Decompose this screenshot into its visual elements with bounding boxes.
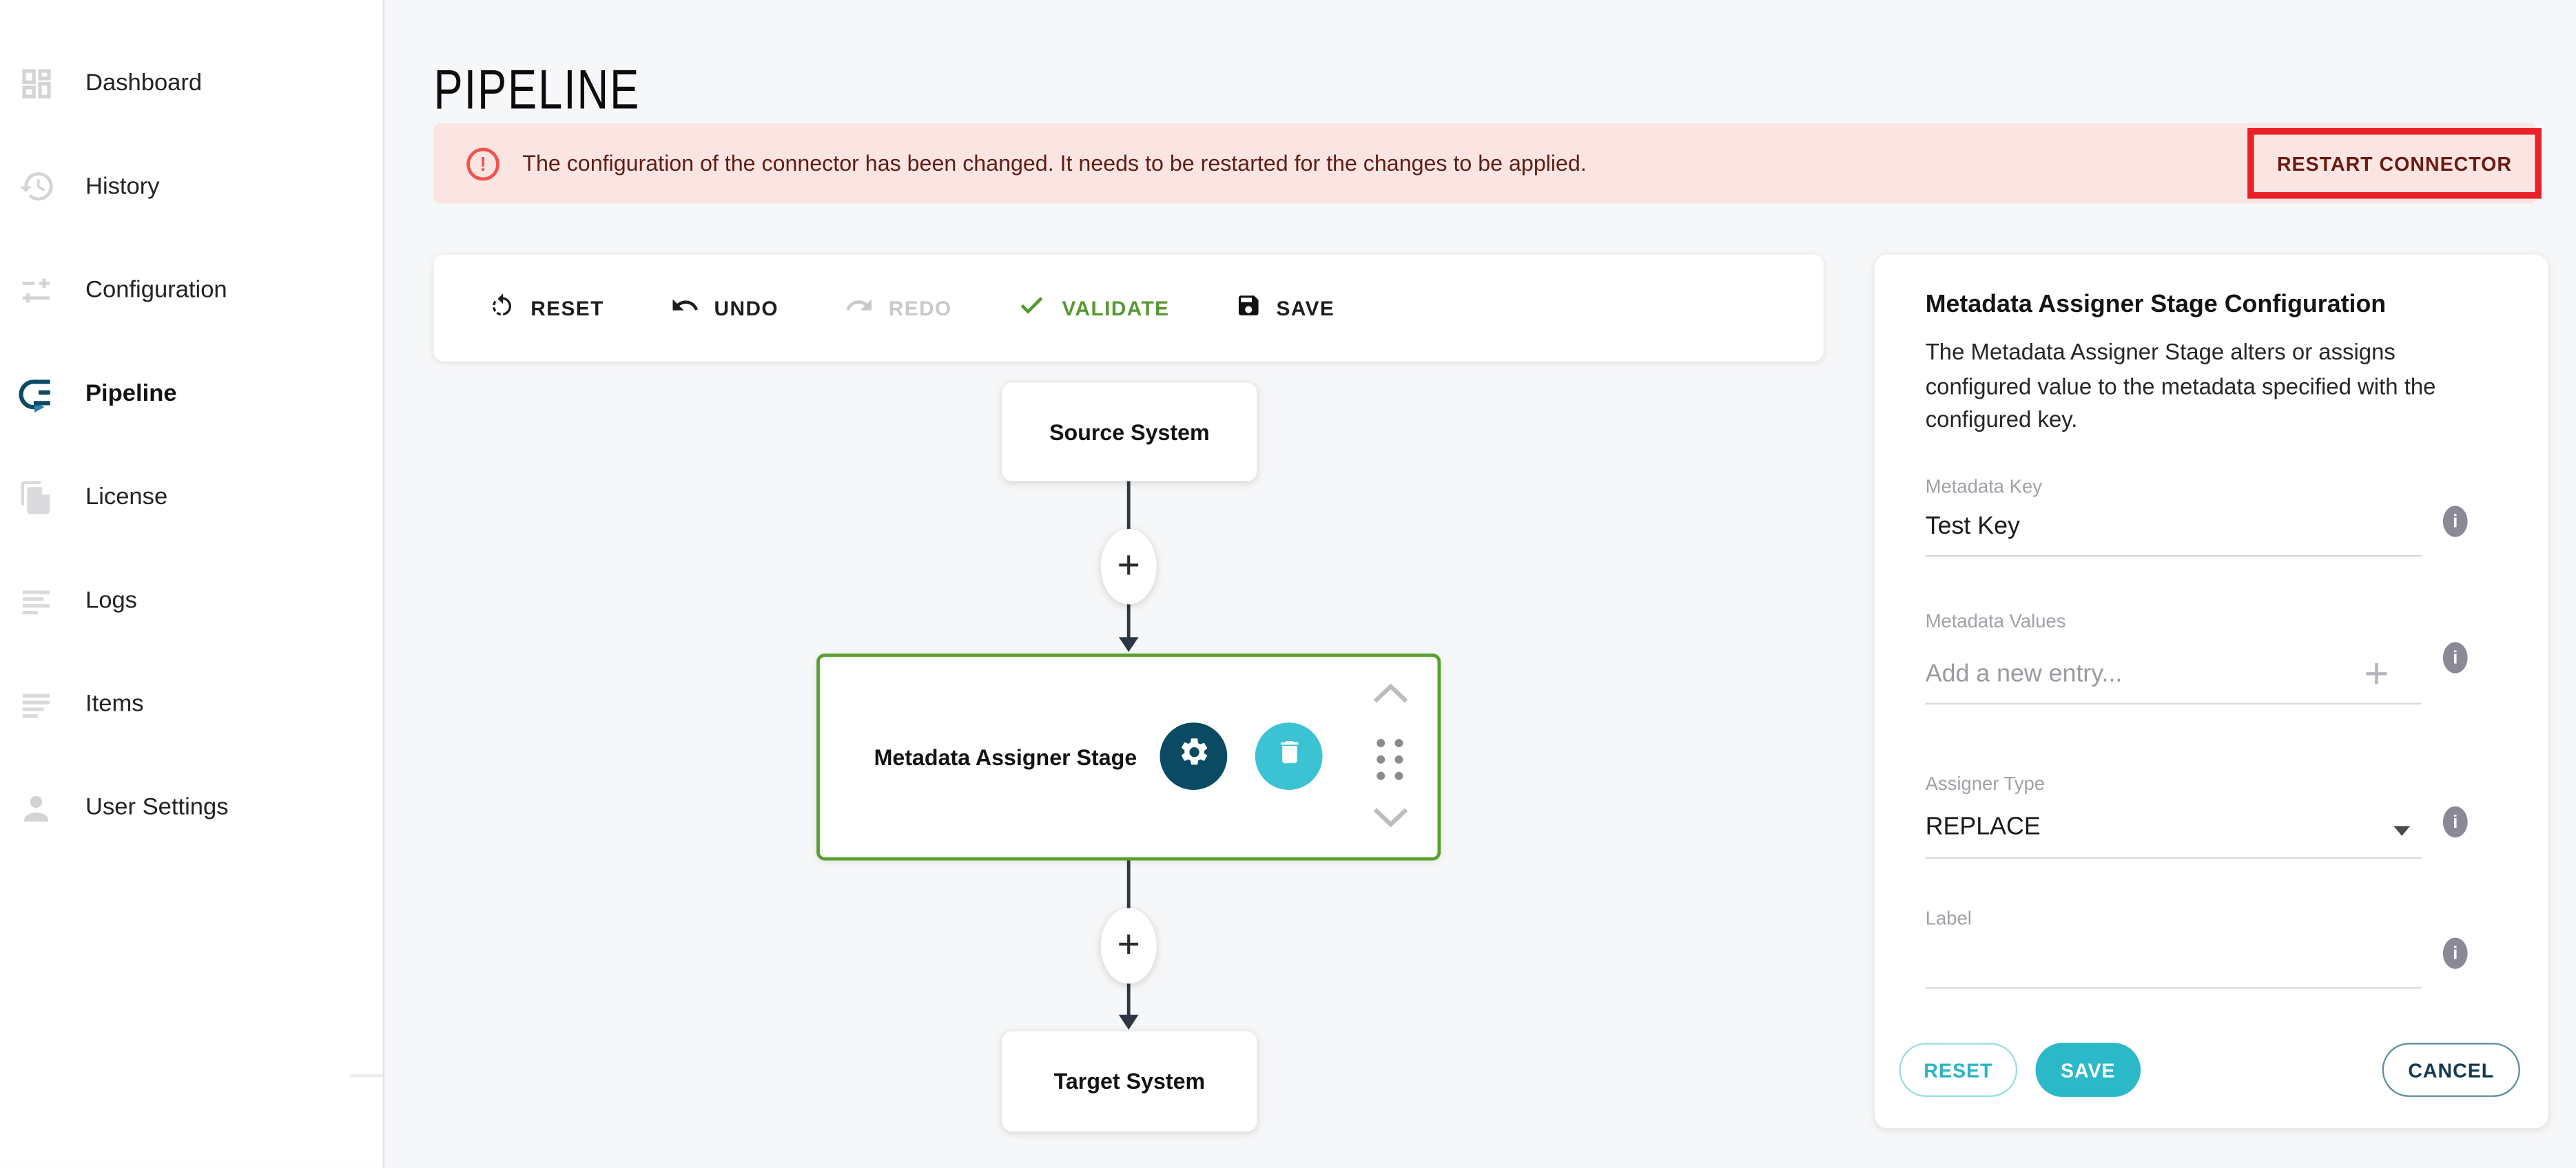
save-icon <box>1235 292 1261 323</box>
label-field-label: Label <box>1925 910 1972 930</box>
label-input[interactable] <box>1925 944 2422 989</box>
metadata-key-label: Metadata Key <box>1925 477 2042 498</box>
sidebar-bottom-divider <box>349 1074 383 1078</box>
items-icon <box>17 684 56 723</box>
stage-delete-button[interactable] <box>1255 722 1323 790</box>
pipeline-icon <box>17 373 56 413</box>
panel-save-button[interactable]: SAVE <box>2035 1043 2141 1097</box>
dashboard-icon <box>17 63 56 103</box>
save-button[interactable]: SAVE <box>1235 292 1335 323</box>
sidebar-item-configuration[interactable]: Configuration <box>0 238 383 342</box>
redo-icon <box>844 291 874 325</box>
assigner-type-value: REPLACE <box>1925 813 2041 841</box>
logs-icon <box>17 581 56 620</box>
stage-configuration-panel: Metadata Assigner Stage Configuration Th… <box>1874 254 2548 1129</box>
move-stage-down-button[interactable] <box>1372 806 1410 828</box>
sidebar-item-label: History <box>85 173 160 200</box>
arrowhead-bottom <box>1118 1014 1139 1030</box>
reset-label: RESET <box>530 296 604 320</box>
sidebar-item-dashboard[interactable]: Dashboard <box>0 31 383 134</box>
sidebar-item-logs[interactable]: Logs <box>0 548 383 651</box>
pipeline-toolbar: RESET UNDO REDO VALIDATE <box>433 254 1824 362</box>
warning-banner: ! The configuration of the connector has… <box>433 123 2542 204</box>
sidebar: Dashboard History Configuration <box>0 0 384 1168</box>
redo-label: REDO <box>888 296 952 320</box>
restart-connector-button[interactable]: RESTART CONNECTOR <box>2247 127 2542 199</box>
check-icon <box>1018 291 1047 325</box>
target-system-node[interactable]: Target System <box>1002 1031 1257 1132</box>
sidebar-item-label: Configuration <box>85 276 227 303</box>
add-stage-button-top[interactable]: + <box>1100 528 1157 605</box>
user-icon <box>17 787 56 826</box>
stage-label: Metadata Assigner Stage <box>874 744 1137 770</box>
history-icon <box>17 167 56 206</box>
configuration-icon <box>17 270 56 309</box>
sidebar-item-items[interactable]: Items <box>0 652 383 755</box>
chevron-down-icon[interactable] <box>2393 826 2411 836</box>
target-system-label: Target System <box>1053 1069 1206 1094</box>
info-icon[interactable]: i <box>2442 505 2468 537</box>
add-entry-button[interactable]: + <box>2364 648 2389 698</box>
stage-configure-button[interactable] <box>1160 722 1228 790</box>
validate-button[interactable]: VALIDATE <box>1018 291 1169 325</box>
sidebar-item-label: License <box>85 483 168 510</box>
sidebar-item-license[interactable]: License <box>0 445 383 548</box>
info-icon[interactable]: i <box>2442 642 2468 674</box>
assigner-type-label: Assigner Type <box>1925 775 2046 795</box>
gear-icon <box>1177 736 1210 777</box>
sidebar-item-pipeline[interactable]: Pipeline <box>0 342 383 445</box>
sidebar-list: Dashboard History Configuration <box>0 0 383 859</box>
plus-icon: + <box>1117 543 1140 588</box>
move-stage-up-button[interactable] <box>1372 683 1410 705</box>
metadata-values-input[interactable] <box>1925 660 2422 705</box>
error-icon: ! <box>466 147 499 180</box>
warning-message: The configuration of the connector has b… <box>522 151 1587 176</box>
sidebar-item-user-settings[interactable]: User Settings <box>0 755 383 859</box>
panel-cancel-button[interactable]: CANCEL <box>2382 1043 2520 1097</box>
restart-connector-label: RESTART CONNECTOR <box>2276 152 2513 175</box>
undo-button[interactable]: UNDO <box>670 291 779 325</box>
redo-button[interactable]: REDO <box>844 291 951 325</box>
page-title: PIPELINE <box>433 59 641 121</box>
info-icon[interactable]: i <box>2442 806 2468 838</box>
plus-icon: + <box>1117 923 1140 968</box>
undo-icon <box>670 291 699 325</box>
trash-icon <box>1274 738 1304 775</box>
panel-description: The Metadata Assigner Stage alters or as… <box>1925 340 2436 432</box>
add-stage-button-bottom[interactable]: + <box>1100 908 1157 984</box>
panel-title: Metadata Assigner Stage Configuration <box>1925 291 2387 319</box>
reset-button[interactable]: RESET <box>488 291 604 324</box>
validate-label: VALIDATE <box>1062 296 1170 320</box>
metadata-key-input[interactable] <box>1925 512 2422 557</box>
undo-label: UNDO <box>714 296 779 320</box>
source-system-node[interactable]: Source System <box>1002 382 1257 481</box>
info-icon[interactable]: i <box>2442 937 2468 969</box>
arrowhead-top <box>1118 637 1139 652</box>
panel-reset-button[interactable]: RESET <box>1899 1043 2018 1097</box>
sidebar-item-label: Items <box>85 690 144 717</box>
metadata-values-label: Metadata Values <box>1925 612 2066 633</box>
source-system-label: Source System <box>1049 419 1210 445</box>
sidebar-item-label: Logs <box>85 587 137 614</box>
sidebar-item-label: Dashboard <box>85 70 203 96</box>
metadata-assigner-stage-node[interactable]: Metadata Assigner Stage <box>816 654 1441 861</box>
save-label: SAVE <box>1276 296 1335 320</box>
license-icon <box>17 477 56 517</box>
drag-handle[interactable] <box>1377 739 1403 780</box>
reset-icon <box>488 291 516 324</box>
sidebar-item-history[interactable]: History <box>0 135 383 238</box>
assigner-type-select[interactable]: REPLACE <box>1925 813 2422 859</box>
sidebar-item-label: User Settings <box>85 793 229 821</box>
sidebar-item-label: Pipeline <box>85 380 177 407</box>
